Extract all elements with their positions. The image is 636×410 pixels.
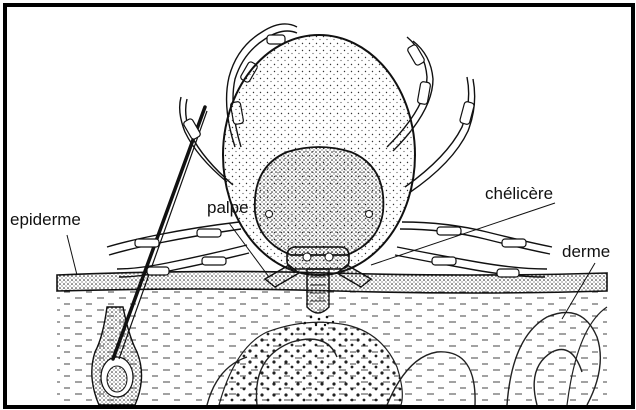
label-epiderme: epiderme: [10, 211, 81, 228]
label-palpe: palpe: [207, 199, 249, 216]
label-chelicere: chélicère: [485, 185, 553, 202]
tick-skin-illustration: [7, 7, 631, 405]
label-derme: derme: [562, 243, 610, 260]
diagram-frame: epiderme palpe chélicère derme: [3, 3, 635, 409]
tick-body: [223, 35, 415, 275]
